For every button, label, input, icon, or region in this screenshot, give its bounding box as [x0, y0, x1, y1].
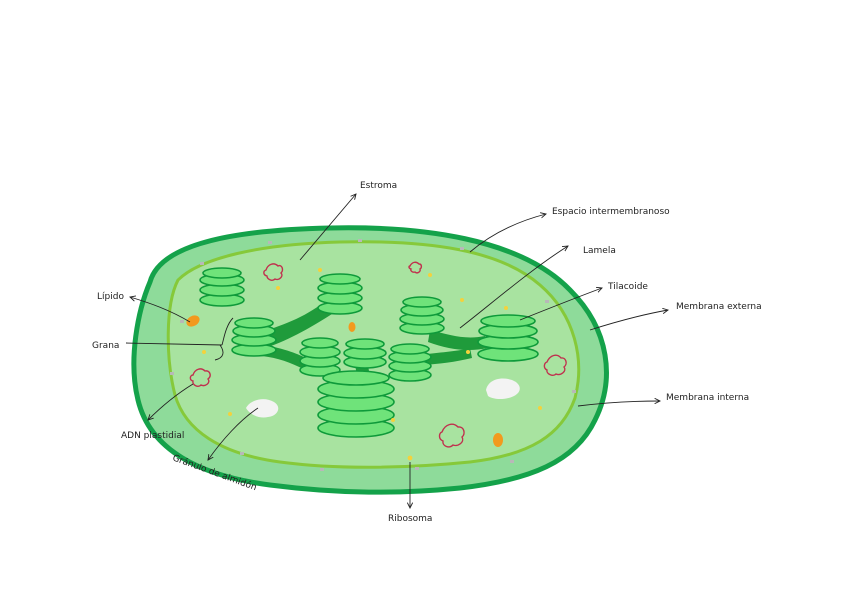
- granum-right: [478, 315, 538, 361]
- label-grana: Grana: [92, 341, 119, 351]
- label-adn-plastidial: ADN plastidial: [121, 431, 184, 441]
- label-tilacoide: Tilacoide: [607, 282, 648, 292]
- label-ribosoma: Ribosoma: [388, 514, 432, 524]
- label-lamela: Lamela: [583, 246, 616, 256]
- label-estroma: Estroma: [360, 181, 397, 191]
- label-membrana-externa: Membrana externa: [676, 302, 762, 312]
- granum-center: [344, 339, 386, 368]
- label-membrana-interna: Membrana interna: [666, 393, 749, 403]
- granum-center-right: [389, 344, 431, 381]
- granum-top-middle: [318, 274, 362, 314]
- granum-right-upper: [400, 297, 444, 334]
- granum-center-left: [300, 338, 340, 376]
- granum-left: [232, 318, 276, 356]
- granum-bottom-large: [318, 371, 394, 437]
- granum-topleft: [200, 268, 244, 306]
- label-lipido: Lípido: [97, 292, 124, 302]
- label-espacio-intermembranoso: Espacio intermembranoso: [552, 207, 670, 217]
